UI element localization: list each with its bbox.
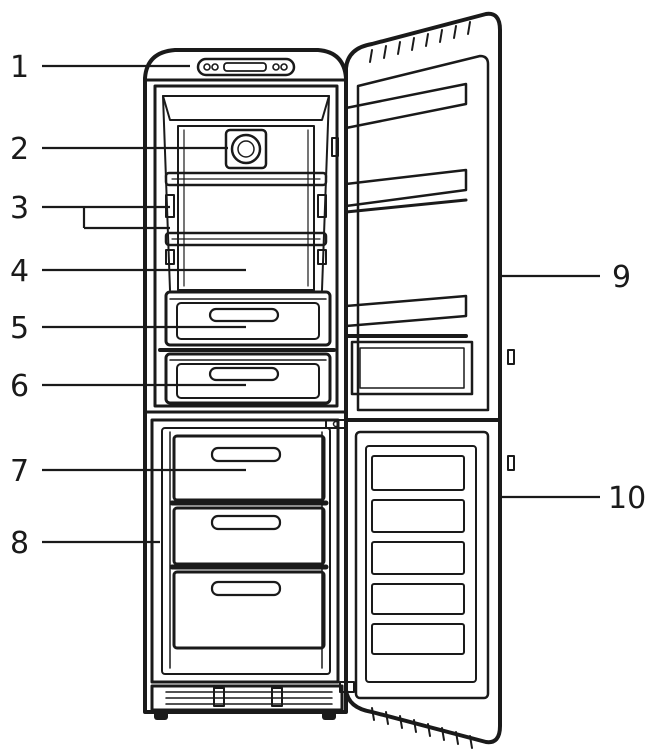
callout-10: 10 (608, 481, 646, 516)
fridge-shelves (164, 171, 328, 265)
callout-1: 1 (10, 50, 29, 85)
base-plinth (150, 684, 344, 720)
door-ribs-bottom (371, 707, 473, 749)
callout-5: 5 (10, 311, 29, 346)
door-ribs-top (369, 21, 471, 63)
leader-lines (42, 64, 600, 544)
freezer-drawers (169, 434, 329, 650)
control-panel (196, 57, 296, 77)
callout-8: 8 (10, 526, 29, 561)
callout-7: 7 (10, 454, 29, 489)
callout-numbers: 1 2 3 4 5 6 7 8 9 10 (10, 50, 646, 561)
freezer-door (325, 418, 515, 749)
callout-4: 4 (10, 254, 29, 289)
fan-and-light (224, 128, 268, 170)
freezer-door-panels (371, 455, 465, 655)
callout-2: 2 (10, 132, 29, 167)
fridge-compartment (153, 84, 339, 408)
callout-6: 6 (10, 369, 29, 404)
callout-3: 3 (10, 191, 29, 226)
crisper-drawer-upper (164, 290, 332, 347)
freezer-compartment (143, 410, 348, 684)
crisper-drawer-lower (164, 352, 332, 405)
fridge-door (331, 11, 515, 422)
cabinet (143, 48, 348, 720)
callout-9: 9 (612, 260, 631, 295)
